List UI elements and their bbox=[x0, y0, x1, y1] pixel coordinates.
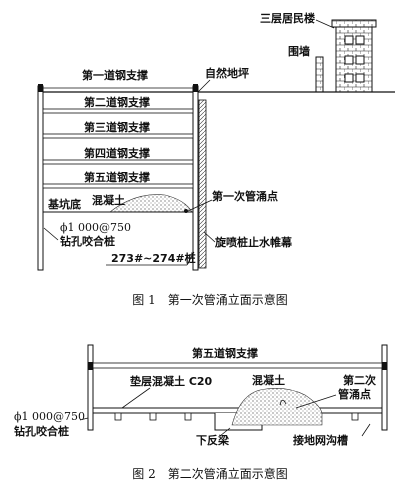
jet-grout-curtain bbox=[198, 99, 207, 269]
ground-level-label: 自然地坪 bbox=[205, 66, 249, 80]
concrete-label: 混凝土 bbox=[92, 193, 125, 207]
enclosure-wall-label: 围墙 bbox=[288, 44, 310, 58]
svg-text:第五道钢支撑: 第五道钢支撑 bbox=[84, 170, 150, 184]
second-surge-label-2: 管涌点 bbox=[338, 387, 371, 401]
left-pile bbox=[37, 85, 44, 271]
surge-point-1 bbox=[184, 209, 188, 213]
cushion-concrete-label: 垫层混凝土 C20 bbox=[130, 374, 213, 388]
strut-5: 第五道钢支撑 bbox=[42, 170, 194, 189]
pit-bottom-label: 基坑底 bbox=[47, 197, 81, 211]
left-wall bbox=[87, 344, 94, 431]
svg-text:第二道钢支撑: 第二道钢支撑 bbox=[84, 95, 150, 109]
figure-2-caption: 图 2 第二次管涌立面示意图 bbox=[132, 466, 287, 481]
pile-type-label: 钻孔咬合桩 bbox=[60, 234, 115, 248]
concrete-mound-2 bbox=[231, 388, 323, 426]
svg-text:第一道钢支撑: 第一道钢支撑 bbox=[82, 68, 148, 82]
fifth-strut-label: 第五道钢支撑 bbox=[192, 346, 258, 360]
concrete-mound bbox=[109, 194, 193, 213]
strut-2: 第二道钢支撑 bbox=[42, 95, 194, 114]
strut-4: 第四道钢支撑 bbox=[42, 146, 194, 165]
pile-spec-label: ϕ1 000@750 bbox=[60, 221, 131, 234]
fifth-strut bbox=[92, 362, 383, 369]
building-label: 三层居民楼 bbox=[260, 11, 315, 25]
inverted-beam-label: 下反梁 bbox=[196, 433, 230, 447]
second-surge-label-1: 第二次 bbox=[343, 373, 376, 387]
right-pile bbox=[192, 85, 199, 271]
jet-grout-label: 旋喷桩止水帷幕 bbox=[214, 235, 293, 249]
pile-spec-label-2: ϕ1 000@750 bbox=[14, 410, 85, 423]
pile-type-label-2: 钻孔咬合桩 bbox=[14, 424, 69, 438]
ground-grid-trench-label: 接地网沟槽 bbox=[293, 433, 348, 447]
first-surge-label: 第一次管涌点 bbox=[212, 189, 278, 203]
figure-2: 第五道钢支撑 垫层混凝土 C20 混凝土 第二次 管涌点 ϕ1 000@750 … bbox=[14, 344, 388, 481]
figure-1: 三层居民楼 围墙 自然地坪 第一道钢支撑 第二道钢支撑 第三道钢支撑 bbox=[37, 11, 395, 307]
right-wall bbox=[381, 344, 388, 431]
strut-3: 第三道钢支撑 bbox=[42, 120, 194, 139]
svg-text:第三道钢支撑: 第三道钢支撑 bbox=[84, 120, 150, 134]
concrete-label-2: 混凝土 bbox=[252, 373, 285, 387]
residential-building bbox=[331, 19, 377, 93]
pile-numbers-label: 273#~274#桩 bbox=[111, 251, 196, 265]
enclosure-wall bbox=[315, 56, 324, 93]
figure-1-caption: 图 1 第一次管涌立面示意图 bbox=[132, 292, 287, 307]
svg-text:第四道钢支撑: 第四道钢支撑 bbox=[84, 146, 150, 160]
strut-1: 第一道钢支撑 bbox=[43, 68, 193, 89]
